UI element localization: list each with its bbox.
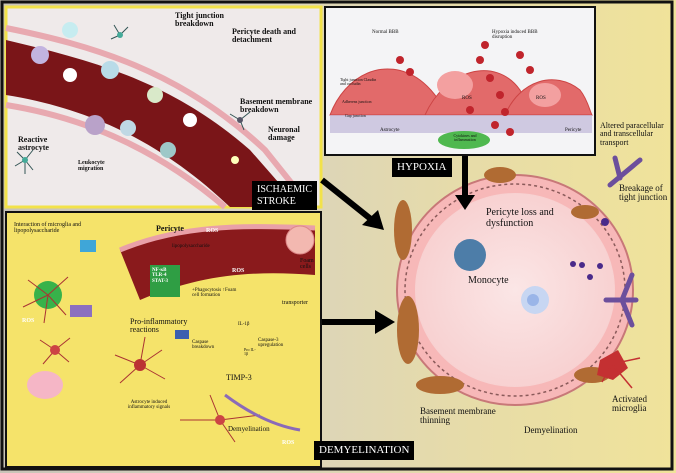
hypoxia-panel — [324, 6, 596, 156]
ischaemic-stroke-title: ISCHAEMIC STROKE — [252, 181, 318, 210]
label-demyelination-central: Demyelination — [524, 425, 578, 435]
label-ros-1: ROS — [462, 96, 472, 101]
monocyte-shape — [454, 239, 486, 271]
label-normal-bbb: Normal BBB — [372, 30, 399, 35]
cytokines-badge — [438, 131, 490, 149]
label-breakage: Breakage of tight junction — [619, 183, 668, 203]
label-nfkb: NF-κB TLR-4 STAT-3 — [152, 268, 169, 284]
demyelination-panel — [5, 211, 322, 468]
label-monocyte: Monocyte — [468, 275, 509, 286]
label-caspase-up: Caspase-3 upregulation — [258, 338, 284, 349]
label-demyelination-inner: Demyelination — [228, 425, 270, 433]
label-interaction: Interaction of microglia and lipopolysac… — [14, 222, 82, 235]
label-pericyte-demyel: Pericyte — [156, 224, 184, 233]
label-hypoxia-bbb: Hypoxia induced BBB disruption — [492, 30, 538, 41]
label-il1b: IL-1β — [238, 322, 250, 327]
label-tight-junction: Tight junction breakdown — [175, 11, 224, 29]
label-pericyte-loss: Pericyte loss and dysfunction — [486, 207, 554, 229]
label-gap: Gap junction — [345, 113, 366, 118]
blood-vessel — [6, 40, 300, 207]
label-ros-b: ROS — [206, 228, 219, 234]
label-activated-microglia: Activated microglia — [612, 394, 647, 414]
label-caspase-breakdown: Caspase breakdown — [192, 340, 215, 351]
label-neuronal-damage: Neuronal damage — [268, 125, 300, 143]
foam-cell — [285, 225, 315, 255]
nfkb-box — [150, 265, 180, 297]
label-pro-il: Pro IL-1β — [244, 347, 256, 357]
label-ros-2: ROS — [536, 96, 546, 101]
label-transporter: transporter — [282, 300, 308, 306]
label-phago: +Phagocytosis ↑Foam cell formation — [192, 288, 237, 299]
arrows — [320, 156, 468, 325]
label-ros-c: ROS — [232, 268, 245, 274]
label-cytokines: Cytokines and inflammation — [453, 133, 477, 143]
label-pro-inflam: Pro-inflammatory reactions — [130, 317, 188, 335]
label-hypoxia-tight-junction: Tight junction Claudin and occludin — [340, 77, 377, 87]
ischaemic-panel — [4, 5, 323, 210]
label-astrocyte: Astrocyte — [380, 128, 400, 133]
demyelination-title: DEMYELINATION — [314, 441, 415, 460]
label-leukocyte-migration: Leukocyte migration — [78, 160, 105, 173]
label-pericyte-death: Pericyte death and detachment — [232, 27, 296, 45]
label-basement-thinning: Basement membrane thinning — [420, 406, 496, 426]
leukocyte — [31, 46, 49, 64]
label-ros-d: ROS — [282, 440, 295, 446]
label-altered-transport: Altered paracellular and transcellular t… — [600, 121, 664, 147]
ischaemic-title-line1: ISCHAEMIC — [257, 184, 313, 195]
hypoxia-title: HYPOXIA — [392, 158, 452, 177]
label-timp: TIMP-3 — [226, 373, 252, 382]
label-ros-a: ROS — [22, 318, 35, 324]
label-basement-membrane: Basement membrane breakdown — [240, 97, 313, 115]
label-reactive-astrocyte: Reactive astrocyte — [18, 135, 49, 153]
label-lps: lipopolysaccharide — [172, 244, 210, 249]
label-adherens: Adherens junction — [342, 99, 372, 104]
ischaemic-title-line2: STROKE — [257, 195, 296, 207]
label-pericyte-hypoxia: Pericyte — [565, 128, 582, 133]
label-foam-cells: Foam cells — [300, 258, 314, 271]
label-astro-signals: Astrocyte induced inflammatory signals — [127, 400, 171, 411]
central-vessel — [394, 155, 643, 408]
